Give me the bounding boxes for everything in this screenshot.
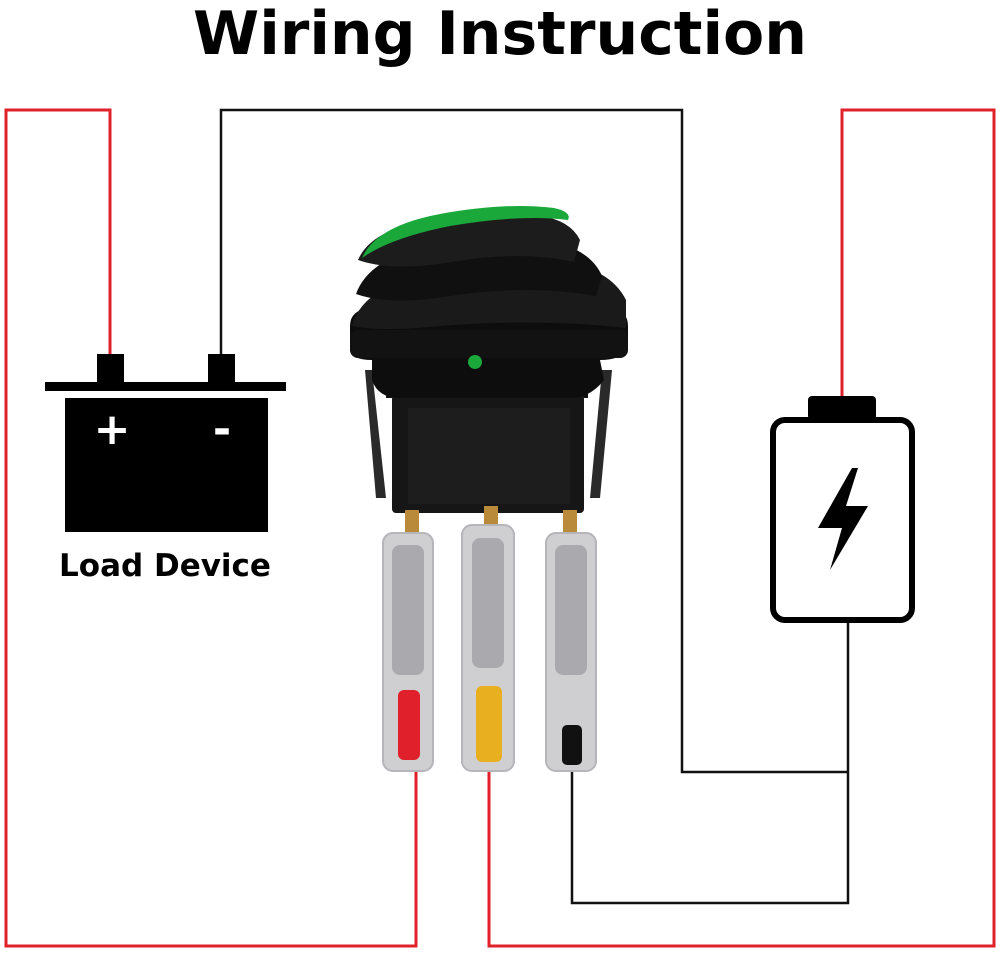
lightning-icon (818, 468, 868, 570)
battery-lightning-icon (770, 396, 915, 623)
connector-red (382, 532, 434, 772)
load-positive-wire (4, 108, 418, 948)
rocker-switch-icon (350, 206, 628, 538)
indicator-light (468, 355, 482, 369)
source-negative-wire (570, 620, 850, 905)
connector-black (545, 532, 597, 772)
load-device-icon: + - (45, 354, 286, 532)
black-wires (219, 108, 850, 905)
page-title: Wiring Instruction (193, 0, 807, 69)
negative-terminal-symbol: - (213, 404, 231, 455)
load-device-label: Load Device (59, 548, 271, 584)
source-positive-wire (487, 108, 996, 948)
red-wires (4, 108, 996, 948)
load-negative-wire (219, 108, 848, 774)
connector-yellow (461, 524, 515, 772)
positive-terminal-symbol: + (94, 404, 131, 455)
